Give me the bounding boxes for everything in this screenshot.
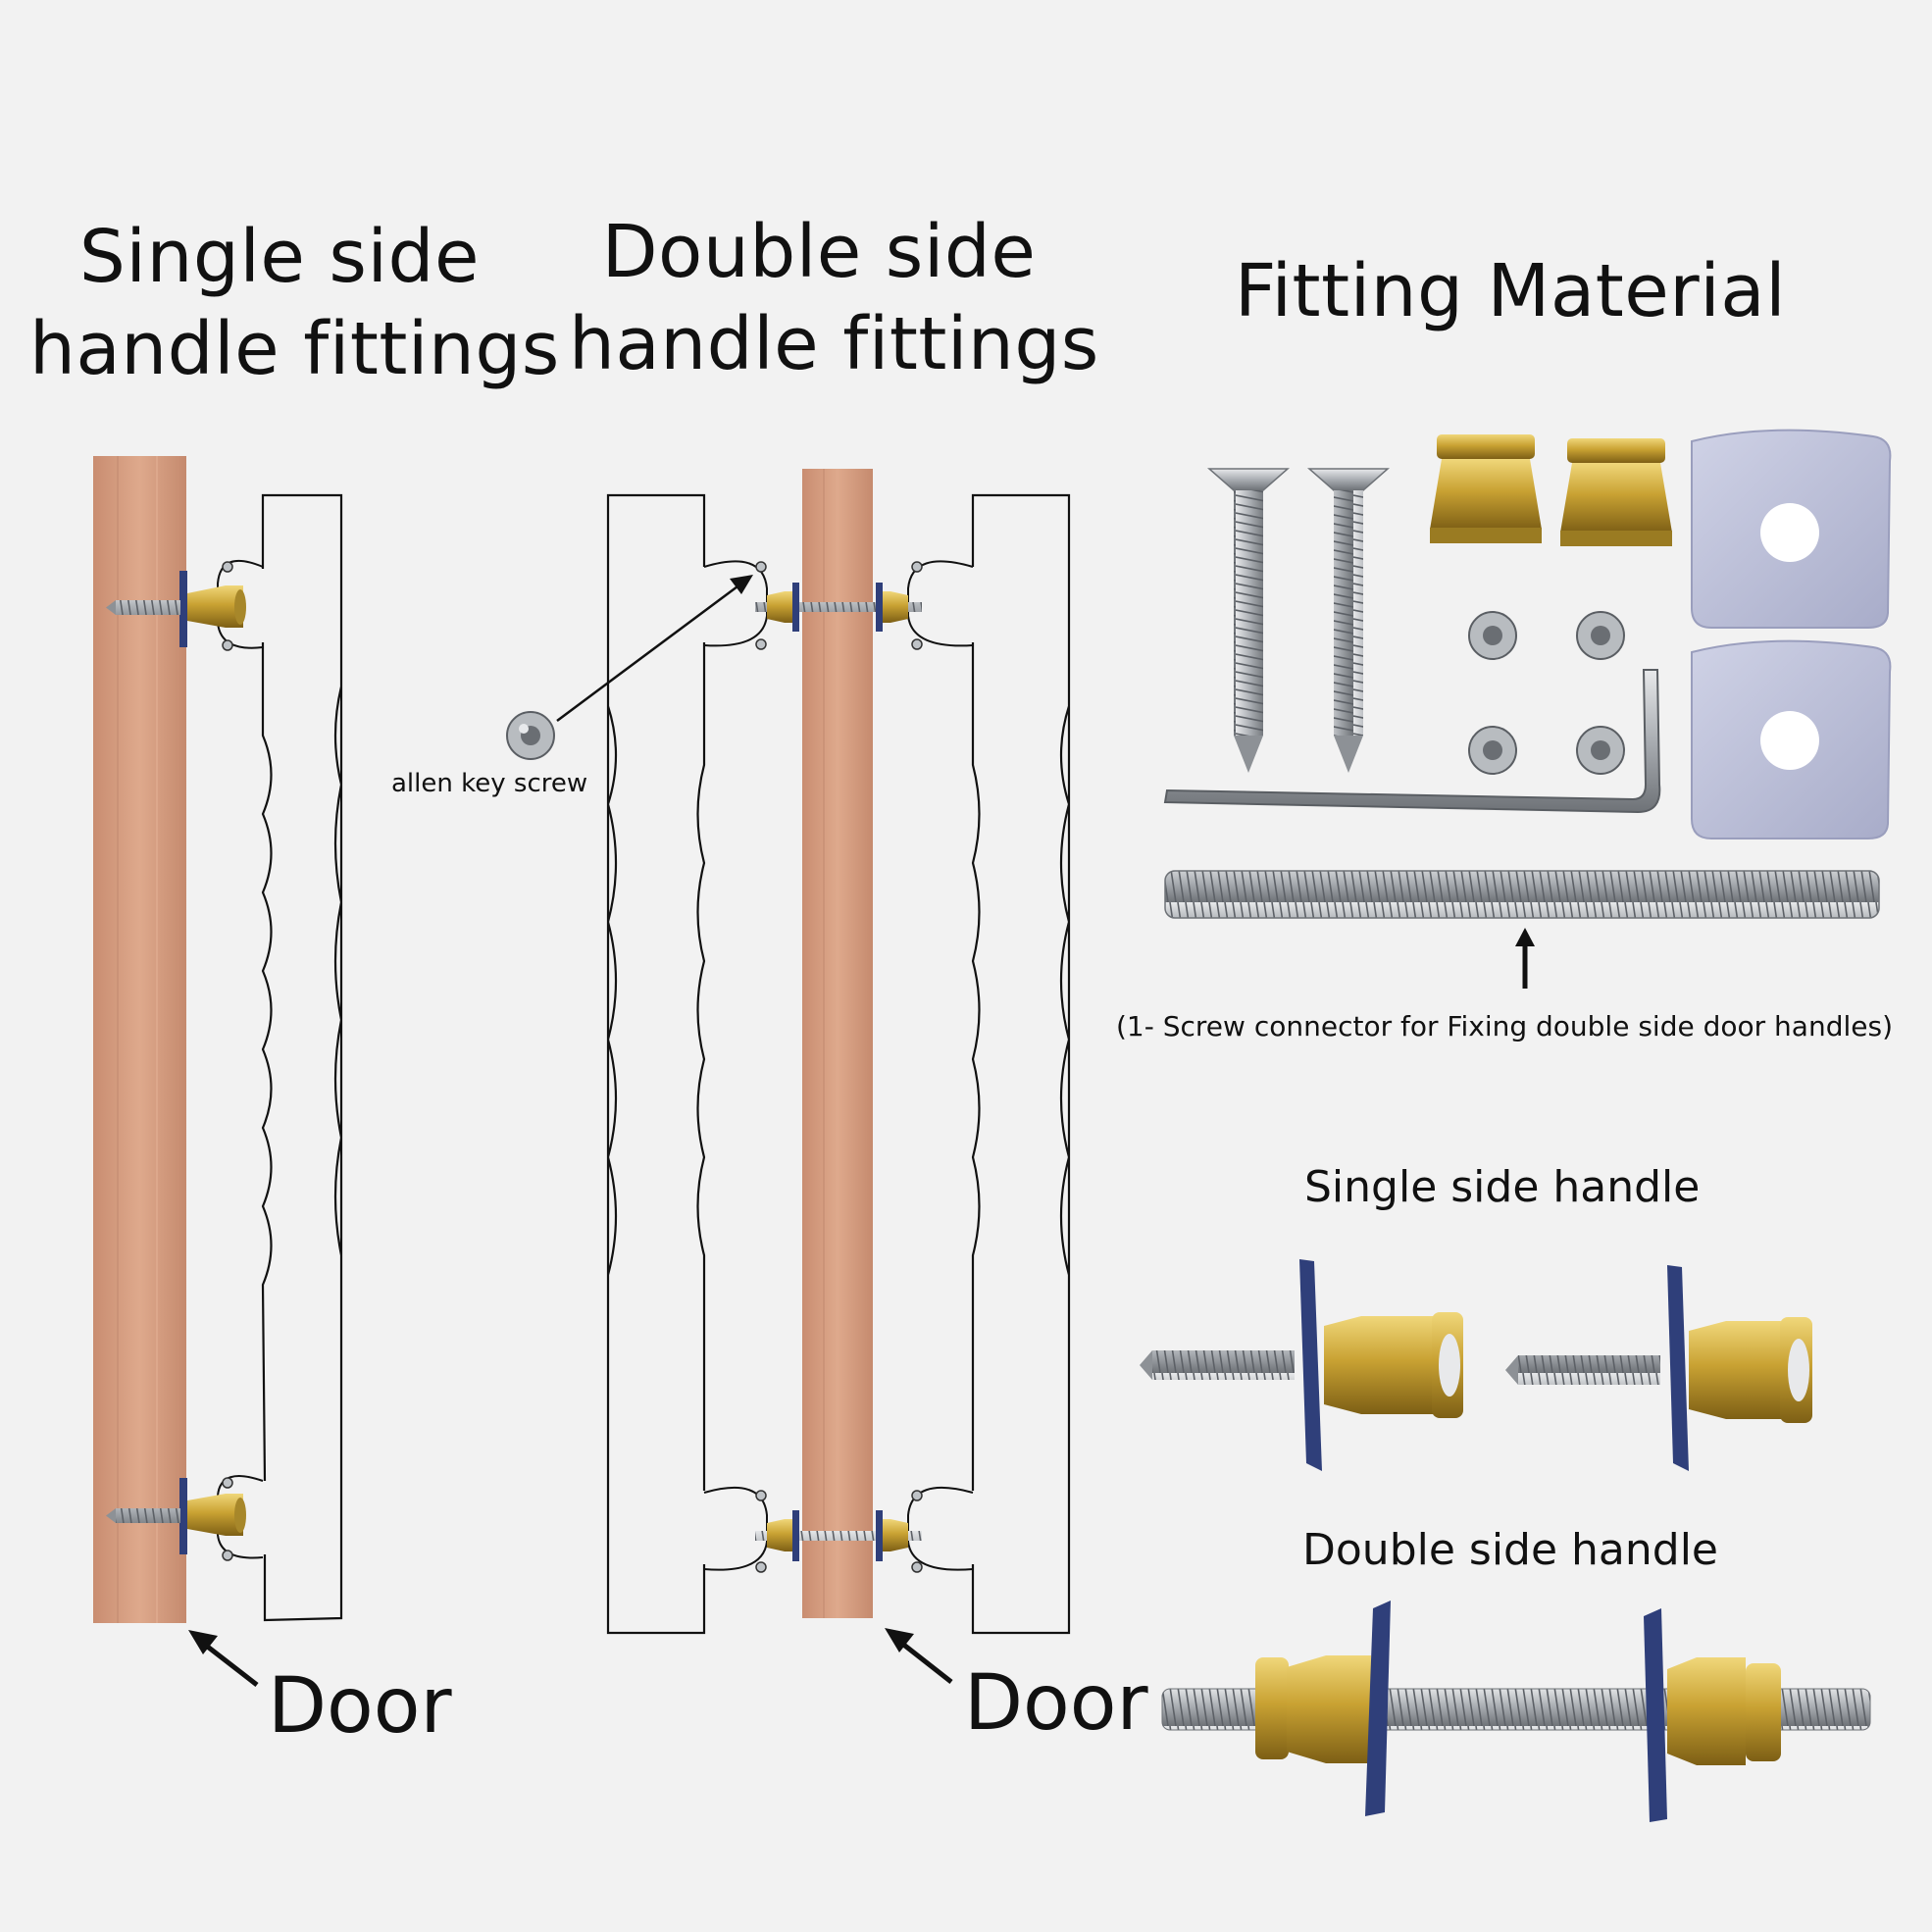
door-panel-left — [93, 456, 186, 1623]
allen-screw-icon — [1576, 611, 1625, 660]
wood-screw-icon — [1207, 468, 1290, 773]
allen-screw-icon — [1576, 726, 1625, 775]
connector-caption: (1- Screw connector for Fixing double si… — [1116, 1010, 1893, 1042]
handle-outline-double-left — [606, 493, 706, 1635]
door-arrow-left — [188, 1630, 259, 1687]
single-side-title-line2: handle fittings — [29, 307, 560, 391]
double-side-title: Double side handle fittings — [569, 206, 1099, 390]
brass-knob-icon — [1560, 438, 1672, 546]
allen-key-screw-label: allen key screw — [391, 769, 588, 798]
allen-screw-icon — [1468, 726, 1517, 775]
fitting-material-title-text: Fitting Material — [1234, 249, 1787, 333]
door-label-left: Door — [268, 1662, 452, 1751]
double-side-fitting-icon — [1161, 1601, 1871, 1822]
door-panel-middle — [802, 469, 873, 1618]
brass-knob-icon — [1430, 434, 1542, 543]
threaded-rod-icon — [1164, 870, 1880, 919]
allen-key-icon — [1163, 669, 1661, 814]
double-fitting-bottom — [703, 1486, 974, 1573]
single-fitting-bottom — [106, 1475, 264, 1561]
wood-screw-icon — [1307, 468, 1390, 773]
double-side-handle-label: Double side handle — [1302, 1525, 1718, 1575]
rubber-pad-icon — [1691, 429, 1892, 629]
rubber-pad-icon — [1691, 639, 1892, 839]
fitting-material-title: Fitting Material — [1211, 245, 1809, 337]
allen-key-screw-callout — [506, 575, 753, 760]
handle-outline-double-right — [971, 493, 1071, 1635]
single-side-title: Single side handle fittings — [29, 211, 560, 395]
single-side-fitting-icon — [1140, 1259, 1463, 1471]
single-side-title-line1: Single side — [78, 215, 481, 299]
double-fitting-top — [703, 560, 974, 650]
door-label-right: Door — [964, 1659, 1148, 1748]
single-fitting-top — [106, 559, 264, 651]
double-side-title-line2: handle fittings — [569, 302, 1099, 386]
fitting-material-parts — [1140, 429, 1892, 1822]
single-side-handle-label: Single side handle — [1304, 1162, 1701, 1212]
allen-screw-icon — [1468, 611, 1517, 660]
up-arrow-icon — [1515, 928, 1535, 989]
double-side-title-line1: Double side — [601, 210, 1037, 294]
single-side-fitting-icon — [1505, 1265, 1812, 1471]
double-side-diagram — [506, 469, 1071, 1684]
door-arrow-right — [885, 1628, 953, 1684]
single-side-diagram — [93, 456, 343, 1687]
handle-outline-single — [261, 493, 343, 1622]
allen-screw-set — [1468, 611, 1625, 775]
